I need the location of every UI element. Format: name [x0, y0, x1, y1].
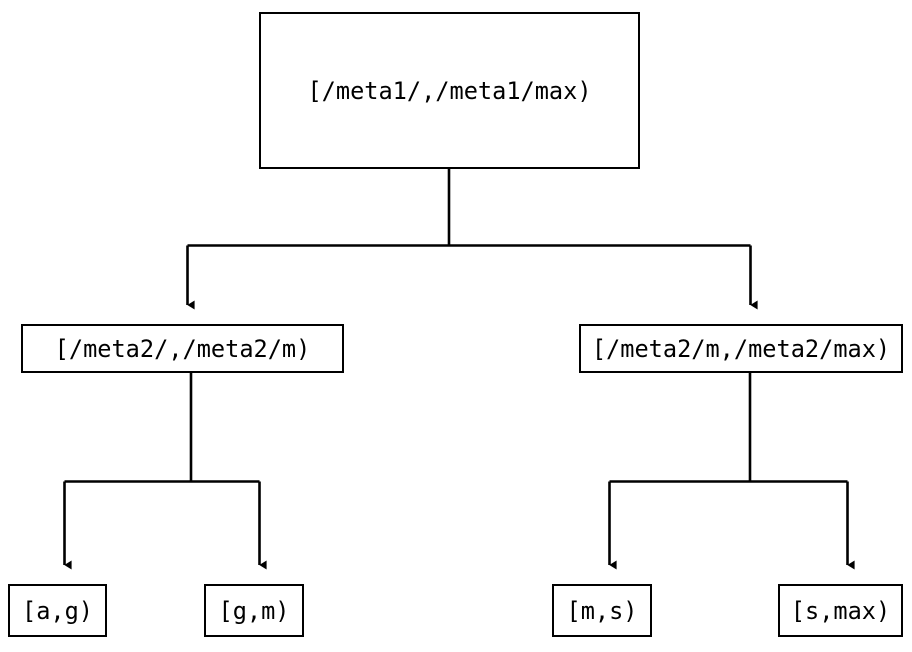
node-leaf-m-s[interactable]: [m,s): [552, 584, 652, 637]
edge-mid-right-to-leaf-smax: [750, 480, 855, 570]
node-root[interactable]: [/meta1/,/meta1/max): [259, 12, 640, 169]
node-leaf-a-g[interactable]: [a,g): [8, 584, 107, 637]
edge-mid-right-to-leaf-ms: [608, 373, 752, 570]
edge-mid-left-to-leaf-ag: [63, 373, 193, 570]
node-leaf-g-m[interactable]: [g,m): [204, 584, 304, 637]
node-mid-left[interactable]: [/meta2/,/meta2/m): [21, 324, 344, 373]
edge-mid-left-to-leaf-gm: [191, 480, 267, 570]
edge-root-to-mid-right: [449, 244, 758, 310]
node-leaf-s-max[interactable]: [s,max): [778, 584, 903, 637]
edge-root-to-mid-left: [186, 169, 451, 310]
node-mid-right[interactable]: [/meta2/m,/meta2/max): [579, 324, 903, 373]
